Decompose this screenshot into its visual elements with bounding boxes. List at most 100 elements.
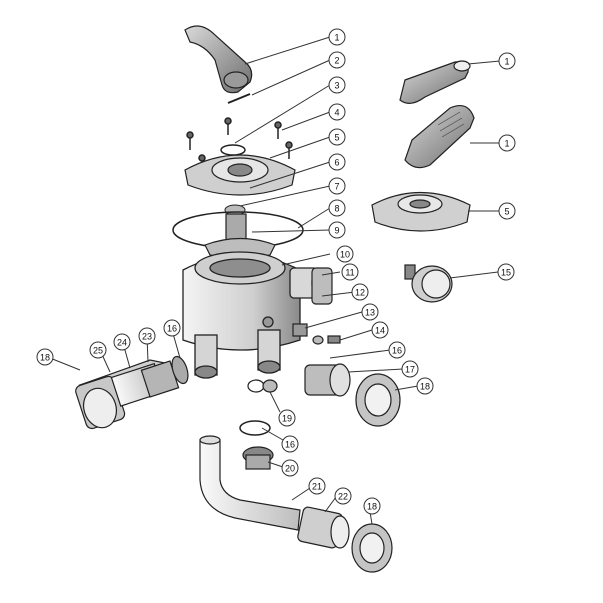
callout-circle — [328, 103, 346, 121]
callout-number: 7 — [334, 182, 339, 192]
elbow-pipe-part — [199, 435, 301, 531]
callout-number: 3 — [334, 81, 339, 91]
right-union-assembly — [304, 363, 401, 427]
callout-c1b: 1 — [498, 52, 516, 70]
cover-alt-part — [371, 192, 471, 232]
callout-c19: 19 — [278, 409, 296, 427]
callout-number: 1 — [504, 57, 509, 67]
callout-circle — [498, 202, 516, 220]
callout-number: 16 — [167, 324, 177, 334]
bottom-nut-part — [351, 523, 393, 573]
callout-number: 21 — [312, 482, 322, 492]
callout-circle — [497, 263, 515, 281]
callout-circle — [328, 28, 346, 46]
callout-c17: 17 — [401, 360, 419, 378]
callout-number: 5 — [504, 207, 509, 217]
callout-number: 1 — [334, 33, 339, 43]
callout-number: 10 — [340, 250, 350, 260]
callout-number: 12 — [355, 288, 365, 298]
callout-c22: 22 — [334, 487, 352, 505]
drain-fitting-part — [242, 446, 274, 470]
callout-circle — [328, 221, 346, 239]
callout-c13: 13 — [361, 303, 379, 321]
callout-c23: 23 — [138, 327, 156, 345]
callout-number: 18 — [40, 353, 50, 363]
callout-circle — [328, 128, 346, 146]
callout-circle — [36, 348, 54, 366]
callout-circle — [281, 435, 299, 453]
callout-circle — [328, 153, 346, 171]
callout-number: 16 — [285, 440, 295, 450]
callout-c8: 8 — [328, 199, 346, 217]
callout-number: 13 — [365, 308, 375, 318]
callout-circle — [138, 327, 156, 345]
callout-number: 18 — [420, 382, 430, 392]
adapter-part — [297, 506, 350, 549]
callout-circle — [328, 76, 346, 94]
left-union-assembly — [75, 355, 189, 430]
callout-number: 19 — [282, 414, 292, 424]
callout-c16a: 16 — [388, 341, 406, 359]
gauge-part — [404, 264, 453, 303]
callout-circle — [89, 341, 107, 359]
callout-circle — [113, 333, 131, 351]
valve-body-part — [182, 251, 325, 379]
callout-circle — [308, 477, 326, 495]
callout-number: 4 — [334, 108, 339, 118]
callout-circle — [401, 360, 419, 378]
callout-number: 6 — [334, 158, 339, 168]
callout-c18b: 18 — [363, 497, 381, 515]
callout-c5b: 5 — [498, 202, 516, 220]
callout-circle — [498, 134, 516, 152]
callout-circle — [363, 497, 381, 515]
callout-number: 24 — [117, 338, 127, 348]
callout-c24: 24 — [113, 333, 131, 351]
callout-circle — [498, 52, 516, 70]
callout-c25: 25 — [89, 341, 107, 359]
callout-c7: 7 — [328, 177, 346, 195]
callout-number: 20 — [285, 464, 295, 474]
callout-circle — [341, 263, 359, 281]
callout-circle — [336, 245, 354, 263]
callout-c1c: 1 — [498, 134, 516, 152]
handle-grip-part — [404, 105, 475, 169]
callout-c15: 15 — [497, 263, 515, 281]
callout-circle — [334, 487, 352, 505]
callout-group: 1234567891011121314161718191620212218115… — [36, 28, 516, 515]
callout-circle — [328, 199, 346, 217]
callout-number: 1 — [504, 139, 509, 149]
ring-part — [247, 379, 278, 393]
callout-circle — [388, 341, 406, 359]
callout-number: 23 — [142, 332, 152, 342]
callout-c14: 14 — [371, 321, 389, 339]
handle-alt-part — [399, 60, 471, 104]
handle-part — [184, 25, 253, 94]
callout-c4: 4 — [328, 103, 346, 121]
callout-c5a: 5 — [328, 128, 346, 146]
callout-c16c: 16 — [163, 319, 181, 337]
callout-number: 5 — [334, 133, 339, 143]
callout-circle — [163, 319, 181, 337]
callout-circle — [328, 51, 346, 69]
callout-circle — [416, 377, 434, 395]
callout-circle — [361, 303, 379, 321]
pin-part — [227, 93, 251, 104]
callout-number: 16 — [392, 346, 402, 356]
callout-number: 17 — [405, 365, 415, 375]
callout-c9: 9 — [328, 221, 346, 239]
callout-circle — [351, 283, 369, 301]
callout-c3: 3 — [328, 76, 346, 94]
callout-c18c: 18 — [36, 348, 54, 366]
callout-number: 15 — [501, 268, 511, 278]
washer-part — [220, 144, 246, 156]
callout-number: 9 — [334, 226, 339, 236]
callout-c18a: 18 — [416, 377, 434, 395]
callout-number: 2 — [334, 56, 339, 66]
callout-c16b: 16 — [281, 435, 299, 453]
callout-c1a: 1 — [328, 28, 346, 46]
callout-number: 8 — [334, 204, 339, 214]
cover-part — [184, 154, 296, 196]
callout-number: 25 — [93, 346, 103, 356]
